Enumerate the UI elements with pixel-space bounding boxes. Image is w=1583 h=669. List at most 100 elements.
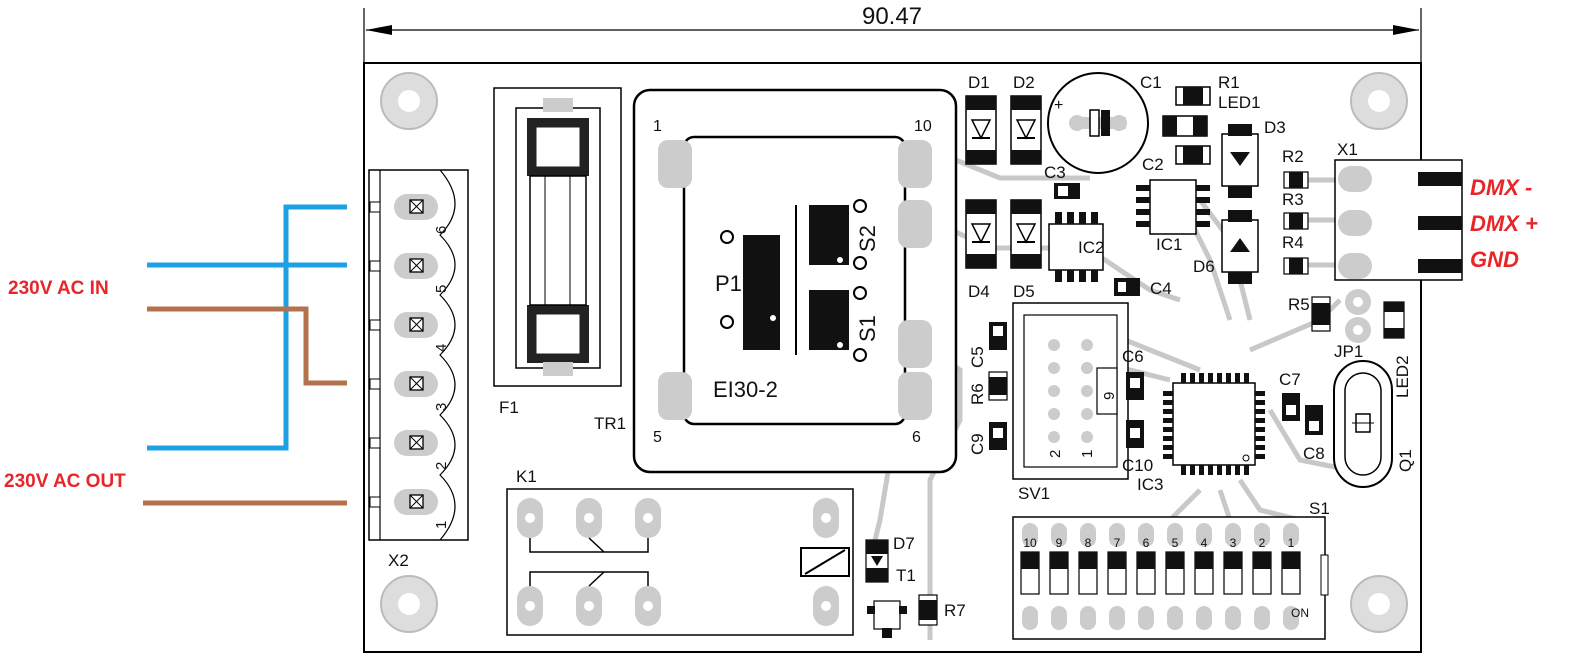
x1-signal-dmx-minus: DMX -	[1470, 175, 1532, 200]
dip-switch-position: 5	[1165, 523, 1185, 630]
capacitor-c5: C5	[968, 322, 1007, 368]
c9-label: C9	[968, 433, 987, 455]
diode-d3: D3	[1221, 118, 1286, 198]
relay-k1: K1	[506, 467, 854, 636]
resistor-r3: R3	[1282, 190, 1309, 230]
x2-label: X2	[388, 551, 409, 570]
mounting-holes	[380, 72, 1408, 633]
jp1-label: JP1	[1334, 342, 1363, 361]
tr-pin6-label: 6	[912, 429, 921, 446]
p1-label: P1	[715, 271, 742, 296]
tr-pin10-label: 10	[914, 118, 932, 135]
mounting-hole-bottom-left	[380, 575, 438, 633]
dip-number: 9	[1056, 536, 1063, 550]
dip-switch-position: 4	[1194, 523, 1214, 630]
c1-plus-label: +	[1054, 97, 1063, 114]
x2-pin-number: 3	[433, 403, 450, 411]
connector-x1: X1	[1334, 140, 1463, 281]
capacitor-c9: C9	[968, 422, 1007, 455]
dip-switch-position: 9	[1049, 523, 1069, 630]
d2-label: D2	[1013, 73, 1035, 92]
x1-label: X1	[1337, 140, 1358, 159]
dip-number: 4	[1201, 536, 1208, 550]
resistor-r6: R6	[968, 371, 1008, 405]
x2-pin: 4	[369, 312, 450, 352]
x2-pin-number: 6	[433, 226, 450, 234]
wires	[143, 204, 347, 506]
diode-d1	[965, 95, 997, 165]
mounting-hole-top-left	[380, 72, 438, 130]
capacitor-c3: C3	[1044, 163, 1080, 199]
sv1-pin9-label: 9	[1101, 392, 1118, 400]
dimension-label: 90.47	[862, 3, 922, 30]
x2-pin-number: 1	[433, 521, 450, 529]
dip-switch-position: 7	[1107, 523, 1127, 630]
c3-label: C3	[1044, 163, 1066, 182]
r4-label: R4	[1282, 233, 1304, 252]
c10-label: C10	[1122, 456, 1153, 475]
dip-switch-position: 3	[1223, 523, 1243, 630]
dip-number: 7	[1114, 536, 1121, 550]
c5-label: C5	[968, 346, 987, 368]
c8-label: C8	[1303, 444, 1325, 463]
ac-out-label: 230V AC OUT	[4, 471, 126, 492]
r7-label: R7	[944, 601, 966, 620]
x1-signal-dmx-plus: DMX +	[1470, 211, 1538, 236]
dip-switch-position: 2	[1252, 523, 1272, 630]
resistor-r1: R1	[1175, 73, 1240, 106]
ic-ic1: IC1	[1136, 179, 1210, 254]
bridge-diodes: D1 D2 D4 D5	[965, 73, 1042, 301]
led-led1: LED1	[1162, 93, 1261, 137]
dip-switch-position: 10	[1020, 523, 1040, 630]
c4-label: C4	[1150, 279, 1172, 298]
transistor-t1: T1	[867, 566, 916, 638]
capacitor-c10: C10	[1122, 420, 1153, 475]
x1-signal-gnd: GND	[1470, 247, 1519, 272]
d7-label: D7	[893, 534, 915, 553]
x2-pin: 3	[369, 371, 450, 411]
blue-wire-in	[147, 204, 347, 451]
ic2-label: IC2	[1078, 238, 1104, 257]
resistor-r4: R4	[1282, 233, 1309, 275]
diode-d5	[1010, 199, 1042, 269]
resistor-r5: R5	[1288, 295, 1331, 332]
transformer-pads	[658, 140, 932, 420]
x2-pin: 5	[369, 253, 450, 293]
d4-label: D4	[968, 282, 990, 301]
dip-number: 10	[1023, 536, 1037, 550]
dip-number: 3	[1230, 536, 1237, 550]
fuse-holder-f1: F1	[493, 87, 622, 417]
tr-pin1-label: 1	[653, 118, 662, 135]
sv1-label: SV1	[1018, 484, 1050, 503]
diode-d4	[965, 199, 997, 269]
capacitor-c4: C4	[1114, 278, 1172, 298]
d1-label: D1	[968, 73, 990, 92]
x2-pin-number: 5	[433, 285, 450, 293]
ic-ic3: IC3	[1137, 373, 1265, 494]
capacitor-c8: C8	[1303, 405, 1325, 463]
led-led2: LED2	[1383, 301, 1412, 398]
t1-label: T1	[896, 566, 916, 585]
diode-d2	[1010, 95, 1042, 165]
r2-label: R2	[1282, 147, 1304, 166]
header-sv1: 9 2 1 SV1	[1012, 302, 1129, 503]
s2-label: S2	[855, 225, 880, 252]
s1-switch-label: S1	[1309, 499, 1330, 518]
resistor-r7: R7	[918, 594, 966, 626]
d3-label: D3	[1264, 118, 1286, 137]
s1-label: S1	[855, 315, 880, 342]
ic1-label: IC1	[1156, 235, 1182, 254]
dip-switch-position: 6	[1136, 523, 1156, 630]
dip-number: 8	[1085, 536, 1092, 550]
r1-label: R1	[1218, 73, 1240, 92]
resistor-r2: R2	[1282, 147, 1309, 189]
dimension-indicator: 90.47	[363, 3, 1422, 62]
d6-label: D6	[1193, 257, 1215, 276]
sv1-pin2-label: 2	[1047, 450, 1064, 458]
dip-on-label: ON	[1291, 606, 1309, 620]
c2-label: C2	[1142, 155, 1164, 174]
diode-d6: D6	[1193, 210, 1259, 284]
jumper-jp1: JP1	[1334, 289, 1371, 361]
